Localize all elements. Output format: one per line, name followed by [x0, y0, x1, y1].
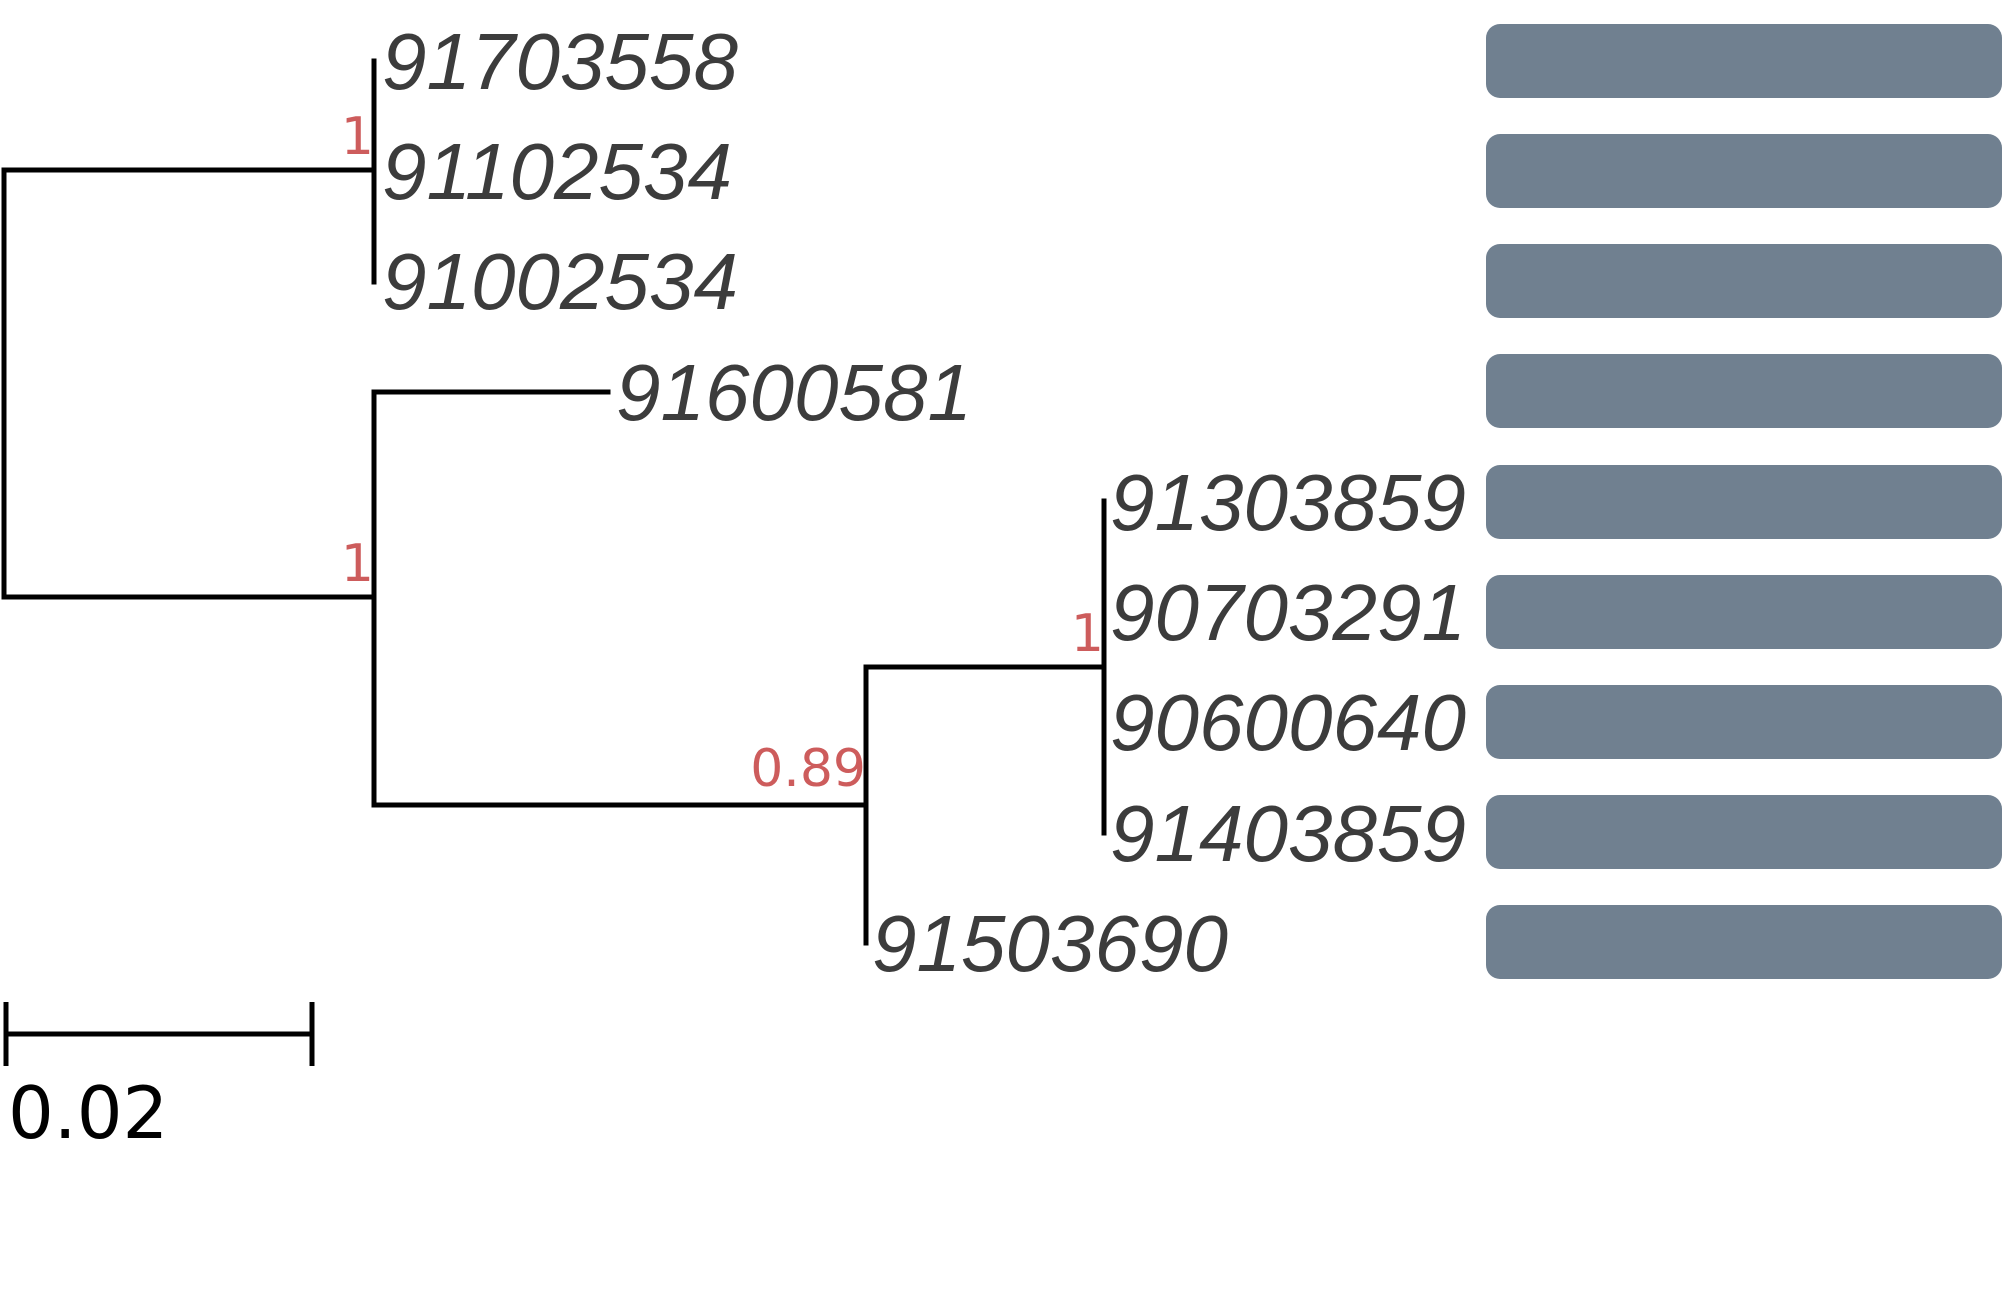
support-values: 1 1 0.89 1	[341, 107, 1104, 799]
annotation-bar	[1486, 24, 2002, 98]
leaf-labels: 91703558 91102534 91002534 91600581 9130…	[382, 17, 1466, 988]
leaf-label: 91703558	[382, 17, 738, 106]
scale-bar	[3, 1002, 315, 1066]
scale-bar-label: 0.02	[8, 1071, 168, 1155]
support-value-clade-b: 1	[341, 534, 374, 594]
annotation-bar	[1486, 465, 2002, 539]
leaf-label: 91503690	[872, 899, 1228, 988]
leaf-label: 91303859	[1110, 458, 1466, 547]
support-value-clade-c: 0.89	[750, 739, 866, 799]
support-value-clade-a: 1	[341, 107, 374, 167]
annotation-bar	[1486, 685, 2002, 759]
annotation-bar	[1486, 354, 2002, 428]
leaf-label: 90600640	[1110, 678, 1466, 767]
leaf-label: 91102534	[382, 127, 732, 216]
annotation-bar	[1486, 795, 2002, 869]
support-value-clade-d: 1	[1071, 604, 1104, 664]
leaf-label: 91002534	[382, 237, 738, 326]
annotation-bars	[1486, 24, 2002, 979]
annotation-bar	[1486, 134, 2002, 208]
annotation-bar	[1486, 575, 2002, 649]
leaf-label: 91600581	[616, 348, 972, 437]
annotation-bar	[1486, 905, 2002, 979]
annotation-bar	[1486, 244, 2002, 318]
tree-branches	[1, 58, 1107, 946]
leaf-label: 91403859	[1110, 789, 1466, 878]
leaf-label: 90703291	[1110, 568, 1466, 657]
